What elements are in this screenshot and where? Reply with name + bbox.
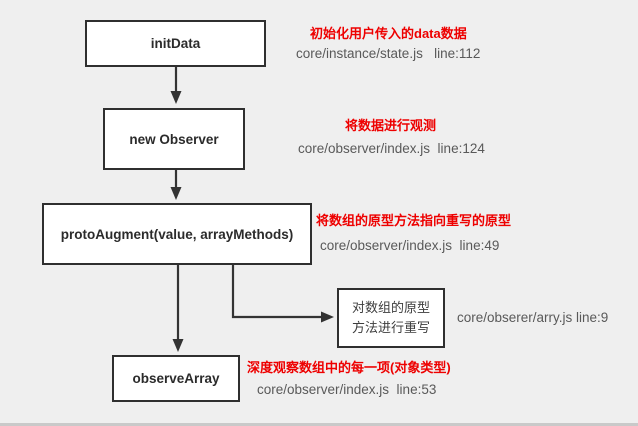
annotation-protoaugment-desc: 将数组的原型方法指向重写的原型 (316, 213, 512, 228)
annotation-initdata-desc: 初始化用户传入的data数据 (310, 26, 467, 41)
annotation-initdata-path: core/instance/state.js line:112 (296, 46, 481, 61)
annotation-rewrite-proto-path: core/obserer/arry.js line:9 (457, 310, 609, 325)
screenshot-bottom-edge (0, 423, 638, 426)
node-new-observer-label: new Observer (129, 131, 219, 147)
annotation-observer-path: core/observer/index.js line:124 (298, 141, 485, 156)
arrow-protoaugment-to-rewrite-proto (231, 265, 334, 323)
node-protoaugment-label: protoAugment(value, arrayMethods) (60, 226, 294, 242)
node-rewrite-proto-label-line2: 方法进行重写 (351, 320, 430, 335)
node-new-observer: new Observer (103, 108, 245, 170)
annotation-observearray-path: core/observer/index.js line:53 (257, 382, 437, 397)
annotation-protoaugment-path: core/observer/index.js line:49 (320, 238, 500, 253)
node-initdata: initData (85, 20, 266, 67)
annotation-observearray-desc: 深度观察数组中的每一项(对象类型) (247, 360, 451, 375)
node-initdata-label: initData (150, 36, 201, 51)
node-observearray-label: observeArray (132, 371, 220, 386)
annotation-observer-desc: 将数据进行观测 (345, 118, 437, 133)
node-rewrite-proto: 对数组的原型 方法进行重写 (337, 288, 445, 348)
node-rewrite-proto-label-line1: 对数组的原型 (351, 300, 430, 315)
node-observearray: observeArray (112, 355, 240, 402)
node-protoaugment: protoAugment(value, arrayMethods) (42, 203, 312, 265)
